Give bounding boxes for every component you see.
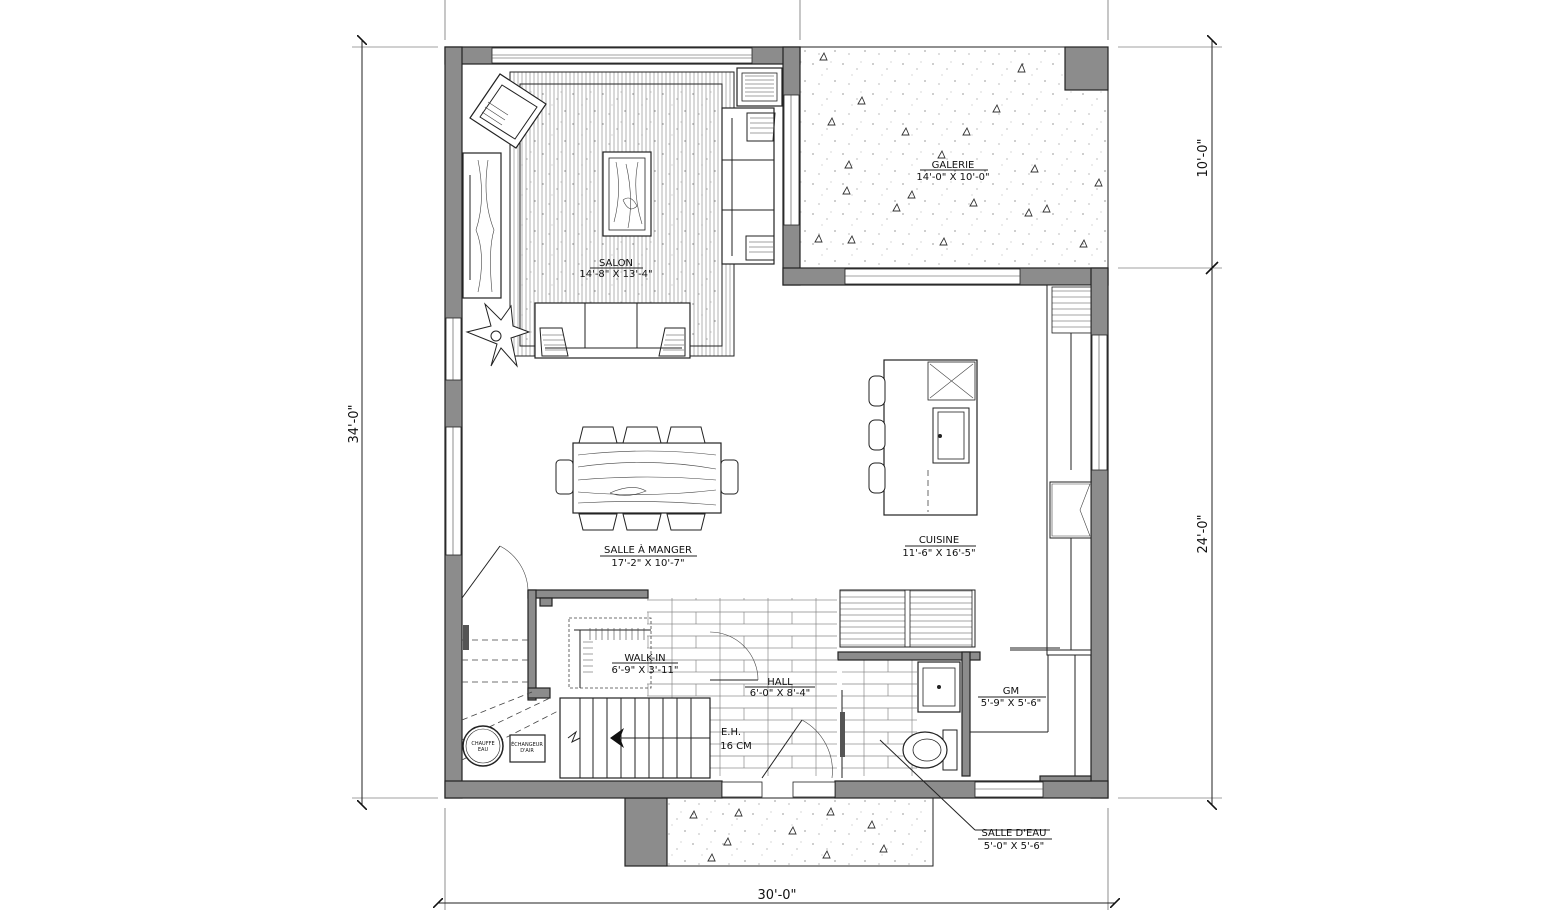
chauffe-eau-label-1: CHAUFFE xyxy=(471,741,494,747)
salle-a-manger-name: SALLE À MANGER xyxy=(604,543,692,556)
room-labels: SALON 14'-8" X 13'-4" GALERIE 14'-0" X 1… xyxy=(471,160,1052,852)
windows xyxy=(445,47,1108,798)
walk-in-closet xyxy=(568,617,652,689)
gm-name: GM xyxy=(1003,686,1019,697)
kitchen-island xyxy=(868,359,978,516)
galerie-stone-marks xyxy=(814,51,1103,248)
salle-a-manger-size: 17'-2" X 10'-7" xyxy=(611,558,684,569)
walk-in-size: 6'-9" X 3'-11" xyxy=(612,665,679,676)
cuisine-name: CUISINE xyxy=(919,535,959,546)
front-step-stone-marks xyxy=(689,806,888,862)
echangeur-label-1: ÉCHANGEUR xyxy=(511,740,543,748)
armchair xyxy=(469,73,547,149)
doors xyxy=(461,545,1060,779)
dining-table xyxy=(555,426,739,531)
dim-overall-depth: 34'-0" xyxy=(347,404,362,443)
gm-size: 5'-9" X 5'-6" xyxy=(981,698,1042,709)
coffee-table xyxy=(602,151,652,237)
side-cabinet xyxy=(736,67,783,107)
bathroom-fixtures xyxy=(902,661,961,771)
dimension-texts: 30'-0" 34'-0" 10'-0" 24'-0" xyxy=(347,138,1211,903)
sofa-right xyxy=(721,107,776,265)
chauffe-eau-icon xyxy=(462,725,504,767)
walk-in-name: WALK-IN xyxy=(624,653,665,664)
salon-size: 14'-8" X 13'-4" xyxy=(579,269,652,280)
front-step-post xyxy=(624,797,668,867)
hall-name: HALL xyxy=(767,677,793,688)
sofa-bottom xyxy=(534,302,691,359)
eh-title: E.H. xyxy=(721,727,741,738)
dim-main-depth: 24'-0" xyxy=(1196,514,1211,553)
kitchen-counter-right xyxy=(1010,284,1092,656)
cuisine-size: 11'-6" X 16'-5" xyxy=(902,548,975,559)
echangeur-air-icon xyxy=(509,734,546,763)
dim-overall-width: 30'-0" xyxy=(757,888,796,903)
hall-size: 6'-0" X 8'-4" xyxy=(750,688,811,699)
kitchen-counter-bottom xyxy=(839,589,976,648)
tv-console xyxy=(462,152,502,299)
salon-name: SALON xyxy=(599,258,633,269)
stairs xyxy=(461,639,711,779)
eh-size: 16 CM xyxy=(720,741,752,752)
salle-d-eau-name: SALLE D'EAU xyxy=(982,828,1047,839)
echangeur-label-2: D'AIR xyxy=(520,748,534,754)
salle-d-eau-size: 5'-0" X 5'-6" xyxy=(984,841,1045,852)
dim-galerie-depth: 10'-0" xyxy=(1196,138,1211,177)
galerie-size: 14'-0" X 10'-0" xyxy=(916,172,989,183)
porch-post xyxy=(1064,46,1109,91)
dimension-lines xyxy=(352,0,1222,910)
chauffe-eau-label-2: EAU xyxy=(478,747,489,753)
front-step xyxy=(624,797,934,867)
plant-icon xyxy=(465,302,531,368)
galerie-floor xyxy=(799,46,1109,269)
galerie-name: GALERIE xyxy=(932,160,975,171)
